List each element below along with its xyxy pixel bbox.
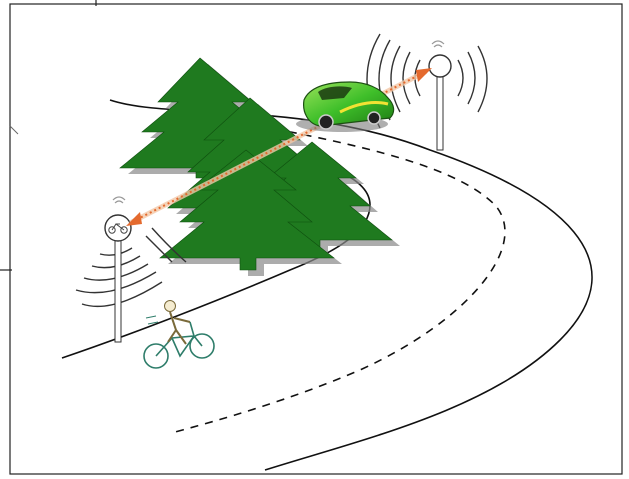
cyclist — [144, 301, 214, 369]
right-unit-antenna — [429, 55, 451, 77]
left-edge-mark — [10, 126, 18, 134]
right-unit-pole — [437, 74, 443, 150]
wifi-icon — [432, 41, 444, 47]
car — [296, 82, 394, 132]
car-wheel-front — [319, 115, 333, 129]
cyclist-motion-lines — [146, 316, 158, 324]
car-wheel-rear — [368, 112, 380, 124]
cyclist-head — [165, 301, 176, 312]
link-arrow-left — [126, 212, 142, 226]
left-unit-pole — [115, 240, 121, 342]
left-unit-waves — [76, 228, 186, 306]
roadside-unit-left — [76, 197, 186, 342]
link-arrow-right — [416, 68, 432, 82]
wifi-icon — [113, 197, 125, 203]
